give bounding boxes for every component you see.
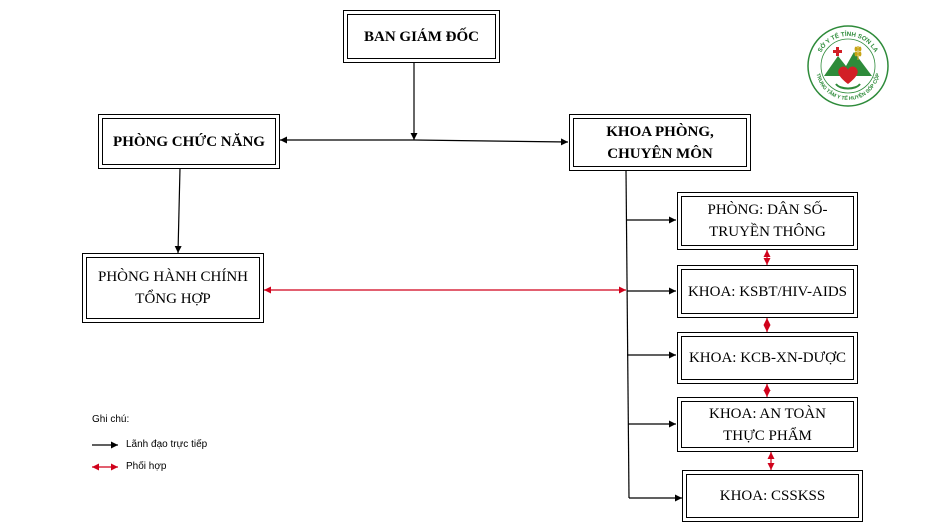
health-center-logo: SỞ Y TẾ TỈNH SƠN LA TRUNG TÂM Y TẾ HUYỆN… xyxy=(807,25,889,107)
food-safety-box: KHOA: AN TOÀN THỰC PHẨM xyxy=(677,397,858,452)
board-of-directors-box: BAN GIÁM ĐỐC xyxy=(343,10,500,63)
food-safety-label: KHOA: AN TOÀN THỰC PHẨM xyxy=(709,405,826,444)
csskss-label: KHOA: CSSKSS xyxy=(719,488,826,504)
specialized-departments-box: KHOA PHÒNG, CHUYÊN MÔN xyxy=(569,114,751,171)
legend-coordinate-label: Phối hợp xyxy=(126,461,167,472)
legend-direct-label: Lãnh đạo trực tiếp xyxy=(126,439,208,450)
functional-label: PHÒNG CHỨC NĂNG xyxy=(113,133,265,150)
ksbt-label: KHOA: KSBT/HIV-AIDS xyxy=(687,283,848,300)
functional-to-admin xyxy=(174,167,182,254)
functional-department-box: PHÒNG CHỨC NĂNG xyxy=(98,114,280,169)
heart-icon xyxy=(838,66,858,84)
kcb-xn-duoc-box: KHOA: KCB-XN-DƯỢC xyxy=(677,332,858,384)
specialized-label: KHOA PHÒNG, CHUYÊN MÔN xyxy=(606,123,714,162)
admin-label: PHÒNG HÀNH CHÍNH TỔNG HỢP xyxy=(98,269,248,307)
mountain-icon xyxy=(824,52,872,76)
board-label: BAN GIÁM ĐỐC xyxy=(364,28,479,45)
csskss-box: KHOA: CSSKSS xyxy=(682,470,863,522)
hline-right xyxy=(413,138,569,146)
ksbt-hiv-aids-box: KHOA: KSBT/HIV-AIDS xyxy=(677,265,858,318)
admin-general-office-box: PHÒNG HÀNH CHÍNH TỔNG HỢP xyxy=(82,253,264,323)
population-communication-box: PHÒNG: DÂN SỐ- TRUYỀN THÔNG xyxy=(677,192,858,250)
specialized-trunk xyxy=(625,169,630,499)
kcb-label: KHOA: KCB-XN-DƯỢC xyxy=(688,350,847,366)
legend-title: Ghi chú: xyxy=(92,414,130,425)
population-label: PHÒNG: DÂN SỐ- TRUYỀN THÔNG xyxy=(707,202,828,240)
